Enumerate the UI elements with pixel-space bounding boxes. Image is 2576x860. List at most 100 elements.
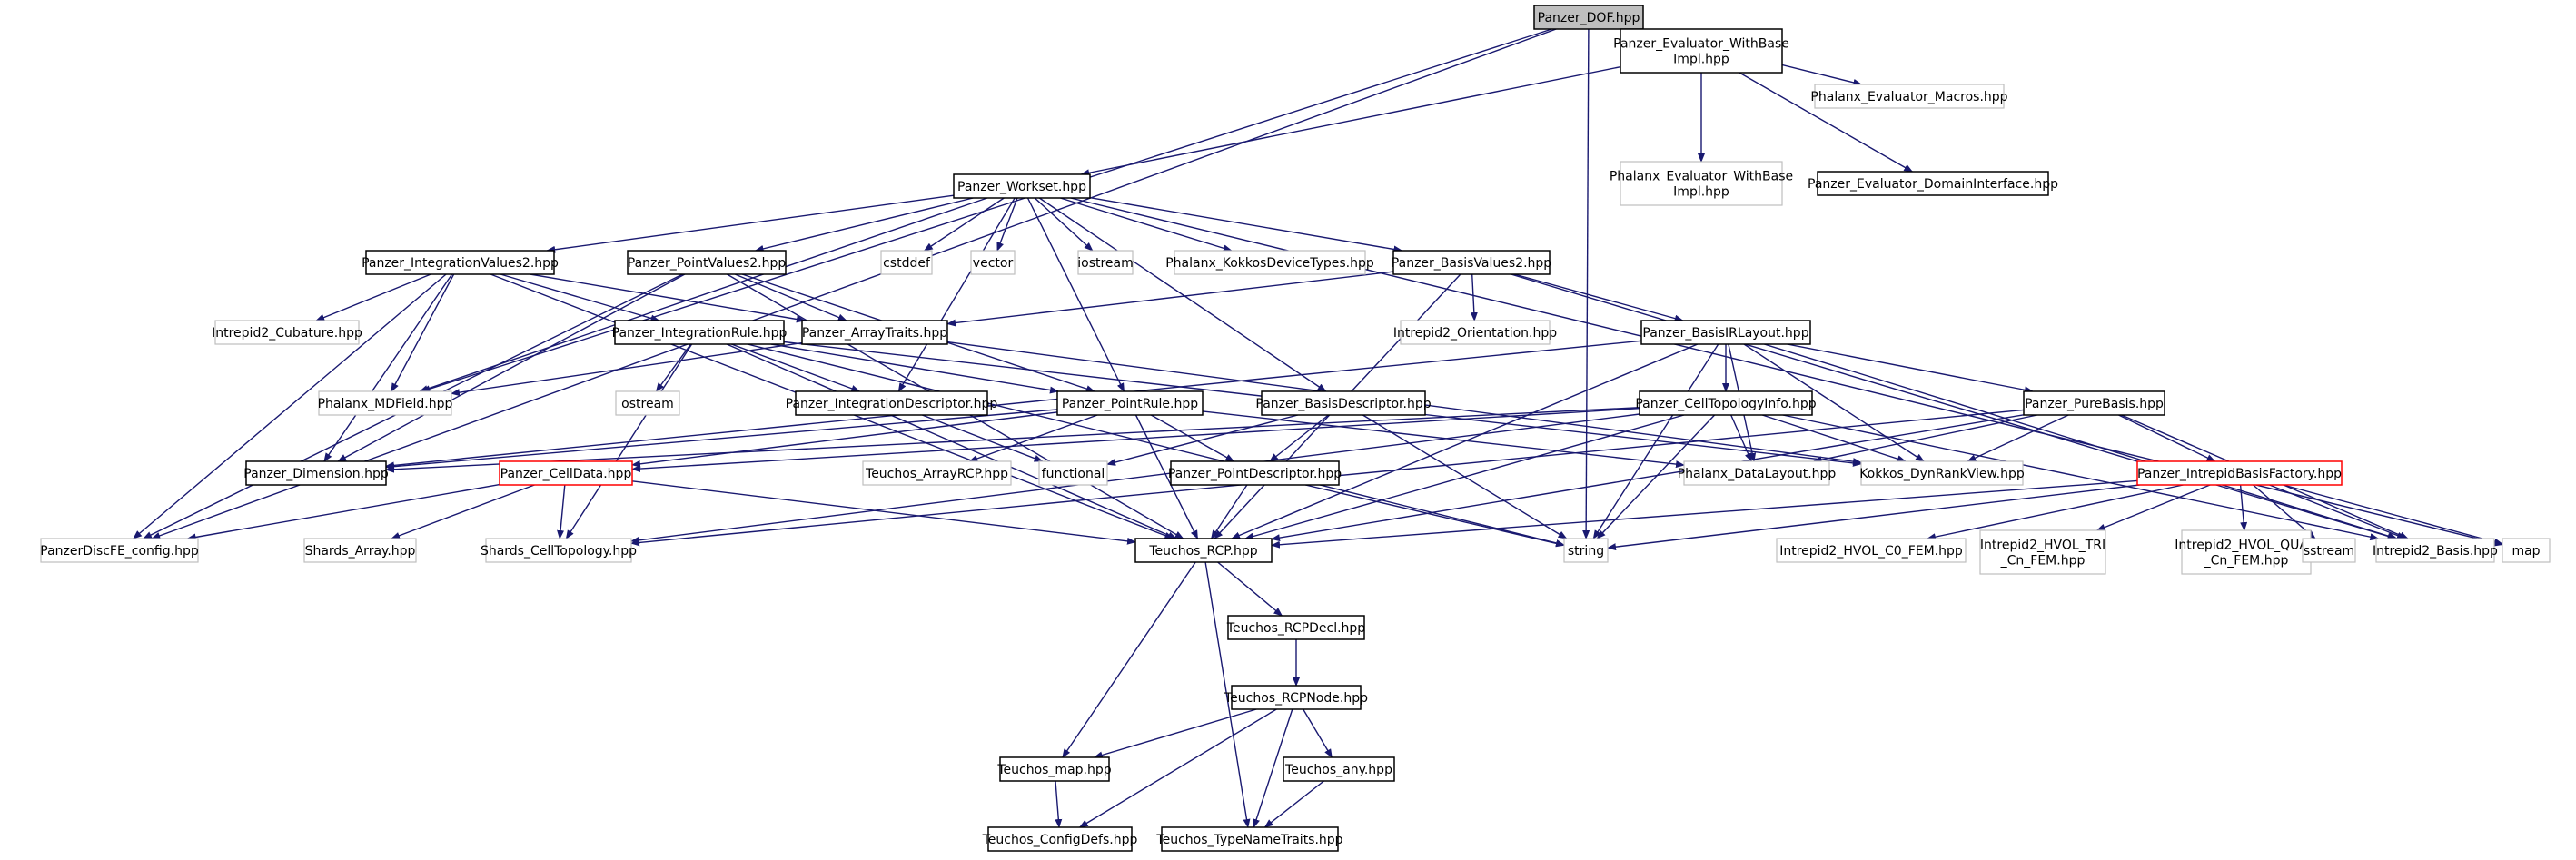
edge-panzer-pointrule-hpp-to-panzer-dimension-hpp bbox=[385, 409, 1058, 470]
node-panzer-arraytraits-hpp[interactable]: Panzer_ArrayTraits.hpp bbox=[801, 320, 948, 345]
node-label: Panzer_PointDescriptor.hpp bbox=[1168, 467, 1342, 481]
node-teuchos-typenametraits-hpp[interactable]: Teuchos_TypeNameTraits.hpp bbox=[1155, 826, 1343, 852]
node-panzer-basisdescriptor-hpp[interactable]: Panzer_BasisDescriptor.hpp bbox=[1255, 390, 1432, 416]
node-box bbox=[1174, 250, 1366, 275]
node-panzer-pointvalues2-hpp[interactable]: Panzer_PointValues2.hpp bbox=[627, 250, 787, 275]
node-label: Panzer_BasisDescriptor.hpp bbox=[1255, 397, 1431, 411]
node-box bbox=[2023, 390, 2165, 416]
node-box bbox=[1683, 460, 1830, 486]
node-label: Shards_Array.hpp bbox=[305, 544, 416, 559]
node-panzer-integrationvalues2-hpp[interactable]: Panzer_IntegrationValues2.hpp bbox=[362, 250, 559, 275]
node-box bbox=[365, 250, 555, 275]
node-box bbox=[1860, 460, 2024, 486]
node-label: Teuchos_TypeNameTraits.hpp bbox=[1155, 833, 1342, 847]
edge-panzer-pointrule-hpp-to-panzer-celldata-hpp bbox=[631, 411, 1058, 468]
node-box bbox=[862, 460, 1012, 486]
node-box bbox=[1639, 390, 1813, 416]
node-label: vector bbox=[973, 256, 1014, 271]
node-box bbox=[318, 390, 452, 416]
node-box bbox=[1817, 171, 2049, 196]
node-panzer-dimension-hpp[interactable]: Panzer_Dimension.hpp bbox=[243, 460, 389, 486]
edge-panzer-integrationvalues2-hpp-to-panzer-arraytraits-hpp bbox=[530, 273, 806, 323]
node-panzer-basisirlayout-hpp[interactable]: Panzer_BasisIRLayout.hpp bbox=[1640, 320, 1811, 345]
edge-panzer-integrationrule-hpp-to-ostream bbox=[655, 343, 692, 392]
edge-panzer-celltopologyinfo-hpp-to-shards-celltopology-hpp bbox=[630, 413, 1640, 544]
edge-panzer-integrationvalues2-hpp-to-panzer-dimension-hpp bbox=[323, 273, 453, 462]
node-panzer-basisvalues2-hpp[interactable]: Panzer_BasisValues2.hpp bbox=[1392, 250, 1552, 275]
node-label: ostream bbox=[621, 397, 674, 411]
node-label: Panzer_DOF.hpp bbox=[1538, 11, 1640, 25]
node-panzer-purebasis-hpp[interactable]: Panzer_PureBasis.hpp bbox=[2023, 390, 2165, 416]
node-teuchos-rcpdecl-hpp[interactable]: Teuchos_RCPDecl.hpp bbox=[1226, 615, 1366, 640]
node-box bbox=[1392, 250, 1551, 275]
node-panzer-intrepidbasisfactory-hpp[interactable]: Panzer_IntrepidBasisFactory.hpp bbox=[2136, 460, 2343, 486]
edge-teuchos-rcpnode-hpp-to-teuchos-configdefs-hpp bbox=[1078, 708, 1277, 828]
node-teuchos-arrayrcp-hpp: Teuchos_ArrayRCP.hpp bbox=[862, 460, 1012, 486]
edge-panzer-intrepidbasisfactory-hpp-to-string bbox=[1607, 484, 2140, 551]
edge-panzer-pointrule-hpp-to-panzer-pointdescriptor-hpp bbox=[1150, 414, 1235, 462]
node-label: map bbox=[2512, 544, 2540, 559]
node-teuchos-configdefs-hpp[interactable]: Teuchos_ConfigDefs.hpp bbox=[982, 826, 1138, 852]
edge-panzer-dof-hpp-to-panzerdiscfe-config-hpp bbox=[151, 28, 1557, 539]
edge-panzer-celltopologyinfo-hpp-to-panzer-celldata-hpp bbox=[631, 408, 1640, 473]
edge-panzer-pointvalues2-hpp-to-panzer-arraytraits-hpp bbox=[734, 273, 847, 321]
edge-panzer-workset-hpp-to-panzer-basisdescriptor-hpp bbox=[1038, 197, 1327, 392]
node-box bbox=[1640, 320, 1811, 345]
edge-panzer-intrepidbasisfactory-hpp-to-sstream bbox=[2253, 484, 2316, 539]
edge-teuchos-rcpnode-hpp-to-teuchos-any-hpp bbox=[1303, 708, 1333, 758]
node-label: Panzer_BasisIRLayout.hpp bbox=[1642, 326, 1808, 341]
node-panzer-evaluator-domaininterface-hpp[interactable]: Panzer_Evaluator_DomainInterface.hpp bbox=[1808, 171, 2058, 196]
node-box bbox=[1056, 390, 1204, 416]
node-label: Phalanx_Evaluator_WithBase bbox=[1610, 170, 1793, 184]
node-label: Panzer_Evaluator_WithBase bbox=[1613, 37, 1789, 52]
node-label: Panzer_BasisValues2.hpp bbox=[1392, 256, 1552, 271]
node-panzer-pointdescriptor-hpp[interactable]: Panzer_PointDescriptor.hpp bbox=[1168, 460, 1342, 486]
node-shards-celltopology-hpp: Shards_CellTopology.hpp bbox=[481, 538, 637, 563]
edge-panzer-pointdescriptor-hpp-to-string bbox=[1305, 484, 1565, 548]
node-box bbox=[2375, 538, 2495, 563]
edge-panzer-evaluator-withbaseimpl-hpp-to-panzer-workset-hpp bbox=[1080, 66, 1621, 177]
edge-panzer-basisirlayout-hpp-to-panzer-purebasis-hpp bbox=[1787, 343, 2034, 394]
edge-panzer-integrationvalues2-hpp-to-phalanx-mdfield-hpp bbox=[391, 273, 455, 392]
edge-teuchos-map-hpp-to-teuchos-configdefs-hpp bbox=[1055, 780, 1063, 828]
node-box bbox=[485, 538, 632, 563]
node-panzer-celldata-hpp[interactable]: Panzer_CellData.hpp bbox=[499, 460, 633, 486]
edge-panzer-basisirlayout-hpp-to-intrepid2-basis-hpp bbox=[1764, 343, 2398, 540]
node-box bbox=[2181, 529, 2312, 575]
edge-panzer-integrationrule-hpp-to-panzer-integrationdescriptor-hpp bbox=[731, 343, 861, 392]
node-panzer-celltopologyinfo-hpp[interactable]: Panzer_CellTopologyInfo.hpp bbox=[1635, 390, 1817, 416]
node-label: functional bbox=[1042, 467, 1105, 481]
node-teuchos-rcp-hpp[interactable]: Teuchos_RCP.hpp bbox=[1134, 538, 1273, 563]
node-label: _Cn_FEM.hpp bbox=[2204, 554, 2289, 568]
node-box bbox=[1283, 756, 1395, 782]
node-teuchos-rcpnode-hpp[interactable]: Teuchos_RCPNode.hpp bbox=[1224, 685, 1368, 710]
node-phalanx-datalayout-hpp: Phalanx_DataLayout.hpp bbox=[1678, 460, 1836, 486]
edge-panzer-basisvalues2-hpp-to-panzer-basisirlayout-hpp bbox=[1514, 273, 1684, 322]
edge-panzer-intrepidbasisfactory-hpp-to-intrepid2-hvol-quad-cn-fem-hpp bbox=[2239, 484, 2248, 531]
edge-panzer-workset-hpp-to-panzer-basisvalues2-hpp bbox=[1089, 197, 1403, 253]
node-box bbox=[627, 250, 787, 275]
node-box bbox=[1620, 28, 1783, 74]
node-label: Impl.hpp bbox=[1673, 53, 1729, 67]
node-box bbox=[214, 320, 360, 345]
node-box bbox=[1776, 538, 1967, 563]
node-panzer-integrationdescriptor-hpp[interactable]: Panzer_IntegrationDescriptor.hpp bbox=[786, 390, 998, 416]
node-label: Phalanx_KokkosDeviceTypes.hpp bbox=[1165, 256, 1374, 271]
node-panzer-workset-hpp[interactable]: Panzer_Workset.hpp bbox=[953, 173, 1091, 199]
node-label: iostream bbox=[1077, 256, 1134, 271]
node-teuchos-any-hpp[interactable]: Teuchos_any.hpp bbox=[1283, 756, 1395, 782]
node-panzer-pointrule-hpp[interactable]: Panzer_PointRule.hpp bbox=[1056, 390, 1204, 416]
node-panzer-integrationrule-hpp[interactable]: Panzer_IntegrationRule.hpp bbox=[612, 320, 788, 345]
node-intrepid2-basis-hpp: Intrepid2_Basis.hpp bbox=[2373, 538, 2498, 563]
node-box bbox=[614, 320, 785, 345]
node-teuchos-map-hpp[interactable]: Teuchos_map.hpp bbox=[996, 756, 1112, 782]
node-string: string bbox=[1563, 538, 1609, 563]
node-box bbox=[1170, 460, 1340, 486]
node-box bbox=[1077, 250, 1134, 275]
node-label: Impl.hpp bbox=[1673, 185, 1729, 200]
edge-panzer-dof-hpp-to-string bbox=[1582, 28, 1590, 539]
node-label: Teuchos_RCP.hpp bbox=[1148, 544, 1257, 559]
node-intrepid2-hvol-quad-cn-fem-hpp: Intrepid2_HVOL_QUAD_Cn_FEM.hpp bbox=[2175, 529, 2318, 575]
edge-panzer-integrationvalues2-hpp-to-intrepid2-cubature-hpp bbox=[315, 273, 431, 321]
